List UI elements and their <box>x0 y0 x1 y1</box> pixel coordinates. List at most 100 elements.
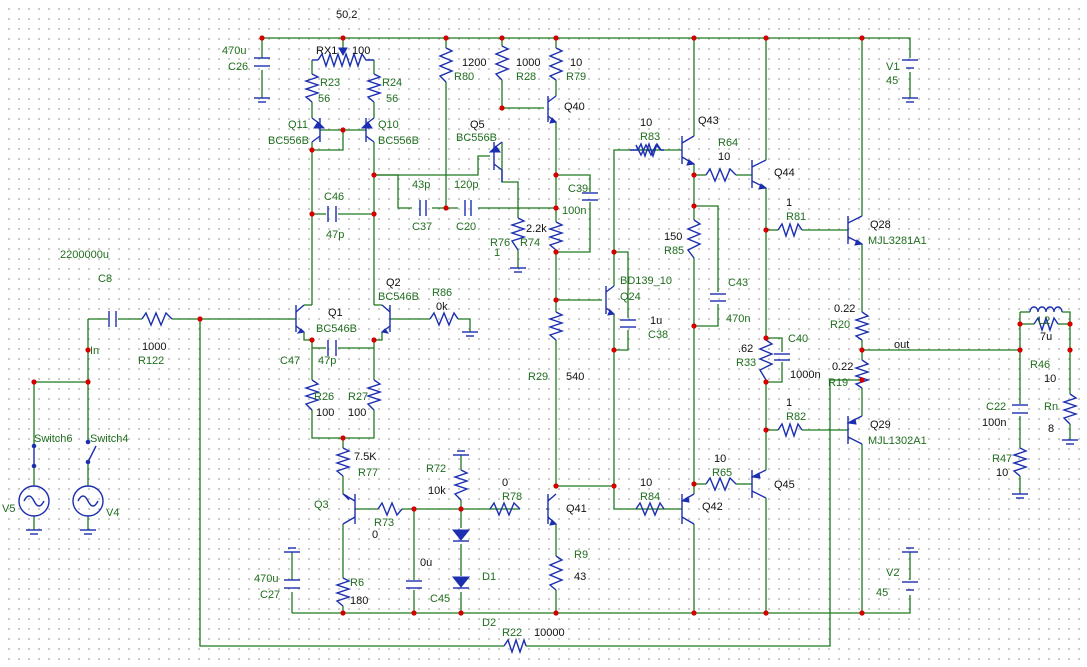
r76-value: 1 <box>494 247 500 259</box>
r26-label: R26 <box>314 391 334 403</box>
resistor-r20 <box>853 311 871 341</box>
q2-type: BC546B <box>378 291 419 303</box>
r65-label: R65 <box>712 467 732 479</box>
v4-label: V4 <box>106 507 119 519</box>
transistor-q2 <box>380 304 391 334</box>
components <box>18 45 1079 655</box>
c27-value: 470u <box>254 573 278 585</box>
v1-label: V1 <box>886 61 899 73</box>
r47-label: R47 <box>992 453 1012 465</box>
c8-value: 2200000u <box>60 249 109 261</box>
r78-value: 0 <box>502 477 508 489</box>
capacitor-c45 <box>406 580 422 589</box>
r72-label: R72 <box>426 463 446 475</box>
capacitor-c8 <box>108 311 117 327</box>
resistor-r77 <box>334 447 352 477</box>
q11-type: BC556B <box>268 135 309 147</box>
r24-label: R24 <box>382 77 402 89</box>
r86-value: 0k <box>436 301 448 313</box>
c27-label: C27 <box>260 589 280 601</box>
q28-type: MJL3281A1 <box>868 235 927 247</box>
diode-d1a <box>451 529 471 542</box>
r19-value: 0.22 <box>832 361 853 373</box>
transistor-q10 <box>360 117 375 143</box>
capacitor-c43 <box>710 293 726 302</box>
resistor-r28 <box>494 45 510 81</box>
r74-value: 2.2k <box>526 223 547 235</box>
resistor-r46 <box>1033 315 1059 333</box>
resistor-r22 <box>503 637 527 655</box>
r84-value: 10 <box>640 477 652 489</box>
switch-switch4 <box>85 439 97 465</box>
capacitor-c46 <box>327 206 337 222</box>
r20-value: 0.22 <box>834 303 855 315</box>
q28-label: Q28 <box>870 219 891 231</box>
r83-value: 10 <box>640 117 652 129</box>
q1-label: Q1 <box>328 307 343 319</box>
r85-value: 150 <box>664 231 682 243</box>
resistor-r78 <box>489 501 521 517</box>
r77-value: 7.5K <box>354 451 377 463</box>
resistor-r76 <box>509 217 527 251</box>
r80-label: R80 <box>454 71 474 83</box>
c37-label: C37 <box>412 221 432 233</box>
transistor-q43 <box>681 135 696 166</box>
r77-label: R77 <box>358 467 378 479</box>
r33-label: R33 <box>736 357 756 369</box>
capacitor-c37 <box>419 200 427 216</box>
q11-label: Q11 <box>288 119 308 131</box>
transistor-q3 <box>342 493 356 525</box>
wires <box>33 37 1071 647</box>
transistor-q24 <box>605 285 616 316</box>
r73-label: R73 <box>374 517 394 529</box>
r19-label: R19 <box>828 377 848 389</box>
transistor-q1 <box>295 304 306 334</box>
q42-label: Q42 <box>702 501 723 513</box>
r46-value: 10 <box>1044 373 1056 385</box>
inductor-l2 <box>1029 306 1063 313</box>
resistor-r9 <box>548 555 564 591</box>
r27-value: 100 <box>348 407 366 419</box>
resistor-r86 <box>429 311 459 327</box>
diode-d1b <box>451 576 471 589</box>
resistor-r73 <box>377 501 403 517</box>
transistor-q5 <box>488 141 503 182</box>
r20-label: R20 <box>830 319 850 331</box>
c26-value: 470u <box>222 45 246 57</box>
r23-label: R23 <box>320 77 340 89</box>
ac-source-v5 <box>18 485 50 517</box>
c8-label: C8 <box>98 273 112 285</box>
q24-label: Q24 <box>620 291 641 303</box>
c39-value: 100n <box>562 205 586 217</box>
c26-label: C26 <box>228 61 248 73</box>
resistor-r65 <box>705 476 737 492</box>
dc-source-v2 <box>902 581 918 591</box>
c22-value: 100n <box>982 417 1006 429</box>
resistor-r27 <box>365 379 383 411</box>
resistor-r122 <box>141 311 173 327</box>
rx1-value: 100 <box>352 45 370 57</box>
resistor-r19 <box>853 359 871 389</box>
capacitor-c22 <box>1012 404 1028 414</box>
r82-label: R82 <box>786 411 806 423</box>
transistor-q40 <box>547 95 558 124</box>
r64-label: R64 <box>718 137 738 149</box>
r6-value: 180 <box>350 595 368 607</box>
v1-value: 45 <box>886 75 898 87</box>
capacitor-c38 <box>620 319 636 328</box>
ground-symbols <box>26 97 1078 553</box>
r65-value: 10 <box>714 453 726 465</box>
negative-rail <box>292 595 911 614</box>
d2-label: D2 <box>482 617 496 629</box>
c38-value: 1u <box>650 315 662 327</box>
r6-label: R6 <box>350 577 364 589</box>
l2-label: L2 <box>1038 315 1050 327</box>
q5-label: Q5 <box>470 119 485 131</box>
c40-value: 1000n <box>790 369 821 381</box>
r9-label: R9 <box>574 549 588 561</box>
transistor-q41 <box>547 493 558 526</box>
r9-value: 43 <box>574 571 586 583</box>
c45-value: 0u <box>420 557 432 569</box>
v5-label: V5 <box>2 503 15 515</box>
